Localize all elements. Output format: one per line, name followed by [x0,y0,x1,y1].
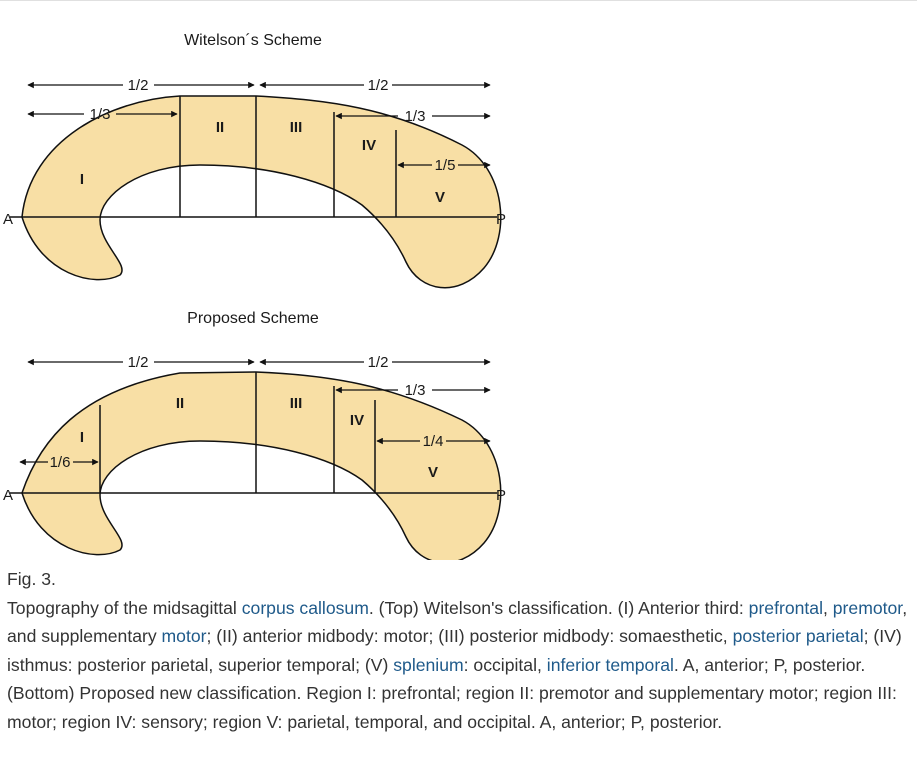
top-anterior-label: A [3,211,13,228]
link-inferior-temporal[interactable]: inferior temporal [546,654,674,675]
top-scheme-title: Witelson´s Scheme [184,32,322,49]
bottom-callosum-shape [21,371,502,560]
bottom-anterior-label: A [3,487,13,504]
bottom-fraction-2: 1/2 [368,354,389,371]
link-premotor[interactable]: premotor [832,597,903,618]
bottom-fraction-5: 1/4 [423,433,444,450]
caption-text: Topography of the midsagittal [7,597,242,618]
bottom-fraction-arrows [19,358,491,466]
link-prefrontal[interactable]: prefrontal [748,597,823,618]
figure-label: Fig. 3. [7,569,56,589]
top-fraction-1: 1/2 [128,77,149,94]
bottom-region-1: I [80,429,84,446]
bottom-region-dividers [99,372,376,493]
top-fraction-2: 1/2 [368,77,389,94]
top-fraction-5: 1/5 [435,157,456,174]
top-fraction-4: 1/3 [405,108,426,125]
top-region-1: I [80,171,84,188]
caption-text: . A, anterior; P, posterior. (Bottom) Pr… [7,654,897,732]
top-divider [0,0,917,1]
top-region-dividers [179,96,397,217]
top-callosum-shape [21,95,502,289]
bottom-region-4: IV [350,412,364,429]
caption-text: , [822,597,833,618]
bottom-region-3: III [290,395,303,412]
bottom-fraction-1: 1/2 [128,354,149,371]
top-fraction-3: 1/3 [90,106,111,123]
top-region-3: III [290,119,303,136]
bottom-region-2: II [176,395,184,412]
caption-text: ; (II) anterior midbody: motor; (III) po… [206,626,733,646]
link-posterior-parietal[interactable]: posterior parietal [732,626,864,646]
top-region-2: II [216,119,224,136]
caption-text: . (Top) Witelson's classification. (I) A… [368,597,749,618]
top-posterior-label: P [496,211,506,228]
top-region-4: IV [362,137,376,154]
top-region-5: V [435,189,445,206]
caption-text: ; (IV) isthmus: posterior parietal, supe… [7,626,902,675]
link-splenium[interactable]: splenium [393,654,464,675]
bottom-scheme-title: Proposed Scheme [187,310,319,327]
bottom-posterior-label: P [496,487,506,504]
link-corpus-callosum[interactable]: corpus callosum [241,597,369,618]
caption-text: : occipital, [463,654,547,675]
caption-text: , and supplementary [7,597,908,647]
top-fraction-arrows [27,81,491,169]
bottom-fraction-3: 1/3 [405,382,426,399]
figure-caption: Fig. 3. Topography of the midsagittal cor… [7,565,912,736]
link-motor[interactable]: motor [161,626,207,646]
bottom-region-5: V [428,464,438,481]
corpus-callosum-figure: Witelson´s Scheme A P I II III IV V [3,32,506,560]
bottom-fraction-4: 1/6 [50,454,71,471]
